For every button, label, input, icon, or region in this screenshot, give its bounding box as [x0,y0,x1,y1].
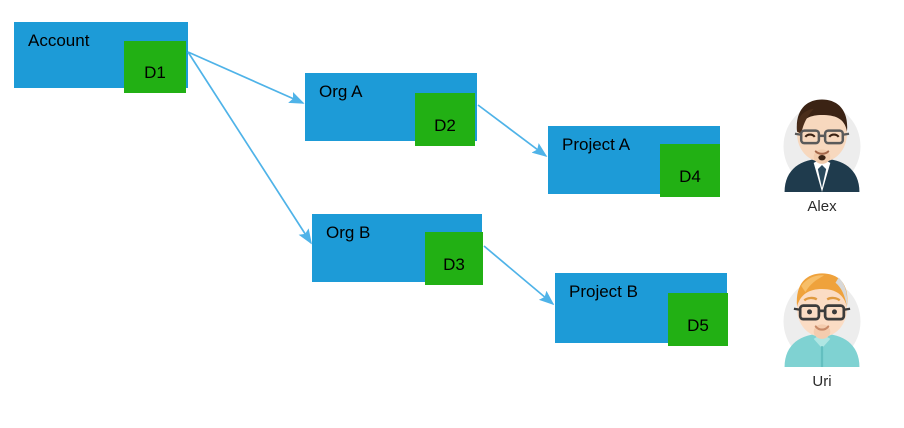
badge-d4-label: D4 [679,166,701,186]
badge-d2-label: D2 [434,115,456,135]
person-avatar-icon [783,273,861,367]
edge-org-b-to-project-b [483,245,555,306]
node-org-a[interactable]: Org A D2 [305,73,477,146]
person-alex-name: Alex [807,198,837,215]
badge-d4[interactable]: D4 [660,144,720,197]
badge-d3[interactable]: D3 [425,232,483,285]
person-uri-name: Uri [812,373,832,390]
node-project-a-label: Project A [562,135,631,154]
person-avatar-icon [783,99,861,192]
node-project-b[interactable]: Project B D5 [555,273,728,346]
badge-d3-label: D3 [443,254,465,274]
edge-org-a-to-project-a [477,104,548,158]
person-uri[interactable]: Uri [762,263,882,391]
node-project-b-label: Project B [569,282,638,301]
badge-d1[interactable]: D1 [124,41,186,93]
node-project-a[interactable]: Project A D4 [548,126,720,197]
node-account[interactable]: Account D1 [14,22,188,93]
badge-d1-label: D1 [144,63,166,82]
node-org-a-label: Org A [319,82,363,101]
node-org-b[interactable]: Org B D3 [312,214,483,285]
node-org-b-label: Org B [326,223,371,242]
node-account-label: Account [28,31,90,50]
badge-d5-label: D5 [687,315,709,335]
edge-account-to-org-b [187,51,312,245]
edge-account-to-org-a [187,51,305,104]
badge-d2[interactable]: D2 [415,93,475,146]
badge-d5[interactable]: D5 [668,293,728,346]
person-alex[interactable]: Alex [762,88,882,216]
